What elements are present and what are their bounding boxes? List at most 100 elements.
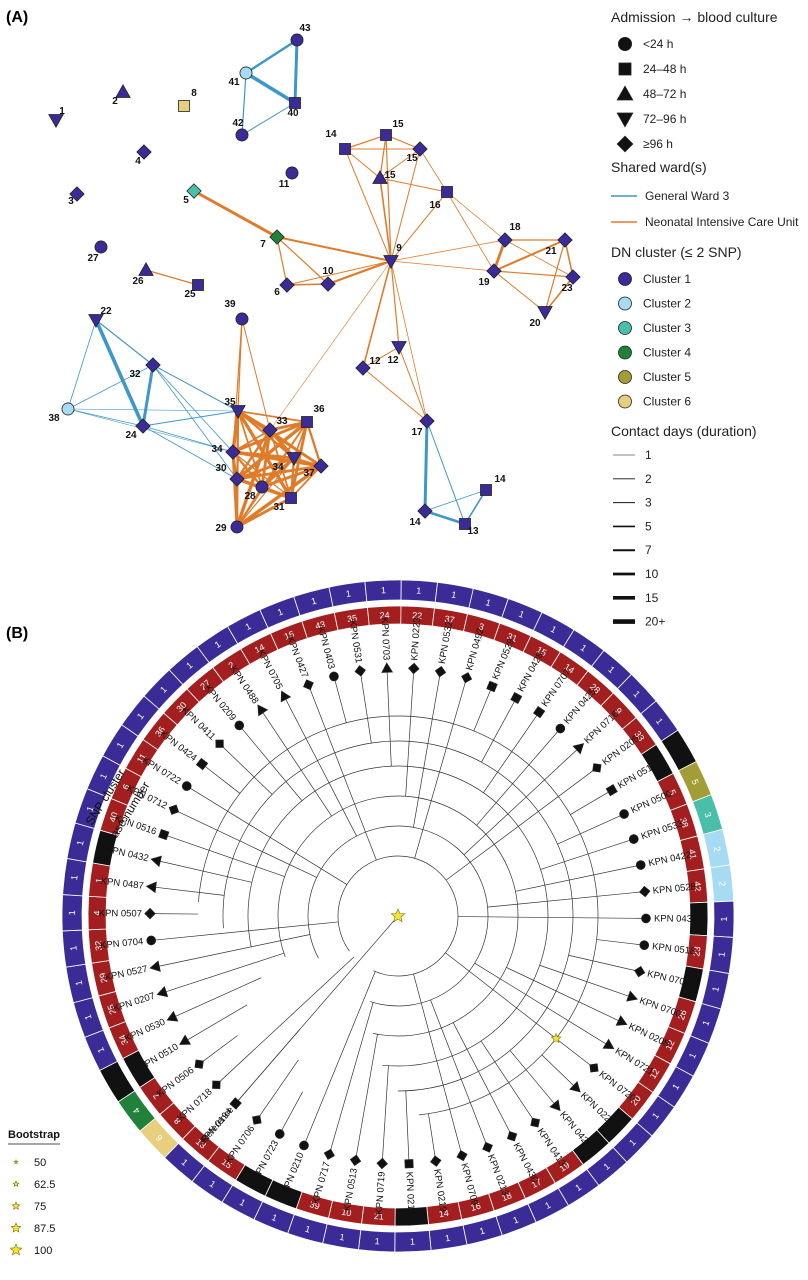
tree-internal-arc <box>337 855 459 977</box>
tree-branch <box>483 711 540 793</box>
tree-tip-label: KPN 0529 <box>490 637 517 681</box>
case-node-label: 18 <box>509 222 521 233</box>
contact-edge <box>286 260 392 286</box>
legend-contact-label: 10 <box>645 567 659 581</box>
legend-admission-label: <24 h <box>643 37 673 51</box>
legend-admission-item: 72–96 h <box>616 112 686 128</box>
case-node-label: 17 <box>411 427 423 438</box>
snp-cluster-text: 4 <box>131 1106 142 1116</box>
tree-branch <box>445 767 598 881</box>
case-node: 43 <box>290 23 311 47</box>
tree-internal-arc <box>307 825 489 1007</box>
contact-edge <box>231 450 323 468</box>
snp-cluster-cell: 2 <box>702 828 731 869</box>
case-number-text: 3 <box>478 621 486 632</box>
snp-cluster-text: 1 <box>716 951 727 957</box>
case-node: 19 <box>478 263 502 288</box>
case-node: 32 <box>129 357 161 380</box>
legend-admission-item: ≥96 h <box>616 135 673 153</box>
tree-branch <box>162 952 285 994</box>
snp-cluster-text: 1 <box>416 586 422 596</box>
tree-branch <box>260 709 332 817</box>
tree-branch <box>283 695 357 837</box>
case-node-label: 38 <box>48 413 60 424</box>
legend-cluster-label: Cluster 2 <box>643 297 691 311</box>
tree-tip-marker: KPN 0721 <box>602 1038 656 1078</box>
contact-edge <box>241 318 271 431</box>
legend-admission-label: 24–48 h <box>643 62 686 76</box>
tree-tip-marker: KPN 0533 <box>628 818 684 844</box>
contact-edge <box>67 319 97 410</box>
legend-cluster-label: Cluster 6 <box>643 395 691 409</box>
tree-tip-label: KPN 0702 <box>646 969 691 989</box>
legend-cluster-item: Cluster 5 <box>618 370 691 384</box>
case-number-text: 40 <box>107 811 120 824</box>
case-node-label: 26 <box>132 276 144 287</box>
legend-ward-label: Neonatal Intensive Care Unit <box>645 215 799 229</box>
tree-branch <box>541 1054 577 1089</box>
snp-cluster-text: 1 <box>158 684 169 695</box>
case-node-label: 20 <box>529 318 541 329</box>
snp-cluster-cell: 1 <box>712 900 735 938</box>
tree-tip-marker: KPN 0487 <box>100 876 157 894</box>
tree-branch <box>487 891 645 908</box>
tree-tip-label: KPN 0716 <box>582 709 621 747</box>
tree-branch <box>173 809 317 878</box>
case-number-text: 17 <box>530 1177 543 1190</box>
case-node-label: 30 <box>215 463 227 474</box>
case-node-label: 39 <box>224 299 236 310</box>
case-number-text: 35 <box>346 613 357 624</box>
tree-tip-label: KPN 0403 <box>315 626 337 671</box>
tree-branch <box>151 886 225 896</box>
case-number-cell: 15 <box>207 1146 246 1181</box>
tree-tip-marker: KPN 0430 <box>506 1131 540 1185</box>
tree-branch <box>216 956 355 1086</box>
snp-cluster-cell: 1 <box>358 1229 396 1253</box>
tree-branch <box>198 1035 238 1065</box>
case-number-text: 30 <box>174 700 188 714</box>
tree-branch <box>413 973 463 1156</box>
case-node: 8 <box>178 88 197 112</box>
case-number-text: 37 <box>444 614 456 626</box>
case-node-label: 22 <box>100 306 112 317</box>
contact-edge <box>344 134 387 150</box>
network-nodes: 1284341404243115272625761091415151516182… <box>48 23 581 537</box>
snp-cluster-text: 1 <box>606 664 616 675</box>
tree-branch <box>539 964 633 998</box>
tree-tip-label: KPN 0707 <box>540 667 574 709</box>
snp-cluster-cell: 1 <box>495 1203 537 1236</box>
case-number-text: 32 <box>93 940 104 951</box>
legend: Admission → blood culture <24 h24–48 h48… <box>611 9 799 629</box>
case-node: 38 <box>48 402 75 424</box>
tree-tip-label: KPN 0207 <box>112 991 157 1015</box>
case-node: 18 <box>497 222 521 248</box>
bootstrap-star-icon <box>12 1180 20 1188</box>
contact-edge <box>390 148 421 262</box>
case-number-text: 20 <box>629 1093 643 1107</box>
tree-branch <box>219 743 273 795</box>
case-node-label: 31 <box>273 502 285 513</box>
snp-cluster-text: 1 <box>135 711 146 721</box>
contact-edge <box>379 177 448 193</box>
contact-edge <box>379 148 421 179</box>
case-node-label: 1 <box>59 106 65 117</box>
snp-cluster-text: 1 <box>345 588 351 599</box>
snp-cluster-cell: 1 <box>462 1215 503 1246</box>
case-node: 25 <box>184 279 204 300</box>
case-number-cell: 38 <box>669 803 698 842</box>
tree-tip-label: KPN 0212 <box>403 1172 416 1216</box>
snp-cluster-cell: 1 <box>328 581 368 608</box>
legend-cluster-label: Cluster 4 <box>643 346 691 360</box>
tree-tip-label: KPN 0209 <box>202 683 238 723</box>
case-number-cell: 19 <box>545 1149 584 1184</box>
case-node: 24 <box>125 418 151 441</box>
tree-tip-marker: KPN 0723 <box>251 1129 285 1182</box>
tree-tip-label: KPN 0425 <box>562 686 599 726</box>
case-number-text: 7 <box>151 1091 162 1101</box>
case-number-text: 43 <box>314 619 326 631</box>
contact-edge <box>260 464 323 489</box>
legend-contact-label: 5 <box>645 519 652 533</box>
bootstrap-label: 75 <box>34 1201 46 1213</box>
legend-cluster-label: Cluster 5 <box>643 370 691 384</box>
contact-edge <box>423 509 467 526</box>
